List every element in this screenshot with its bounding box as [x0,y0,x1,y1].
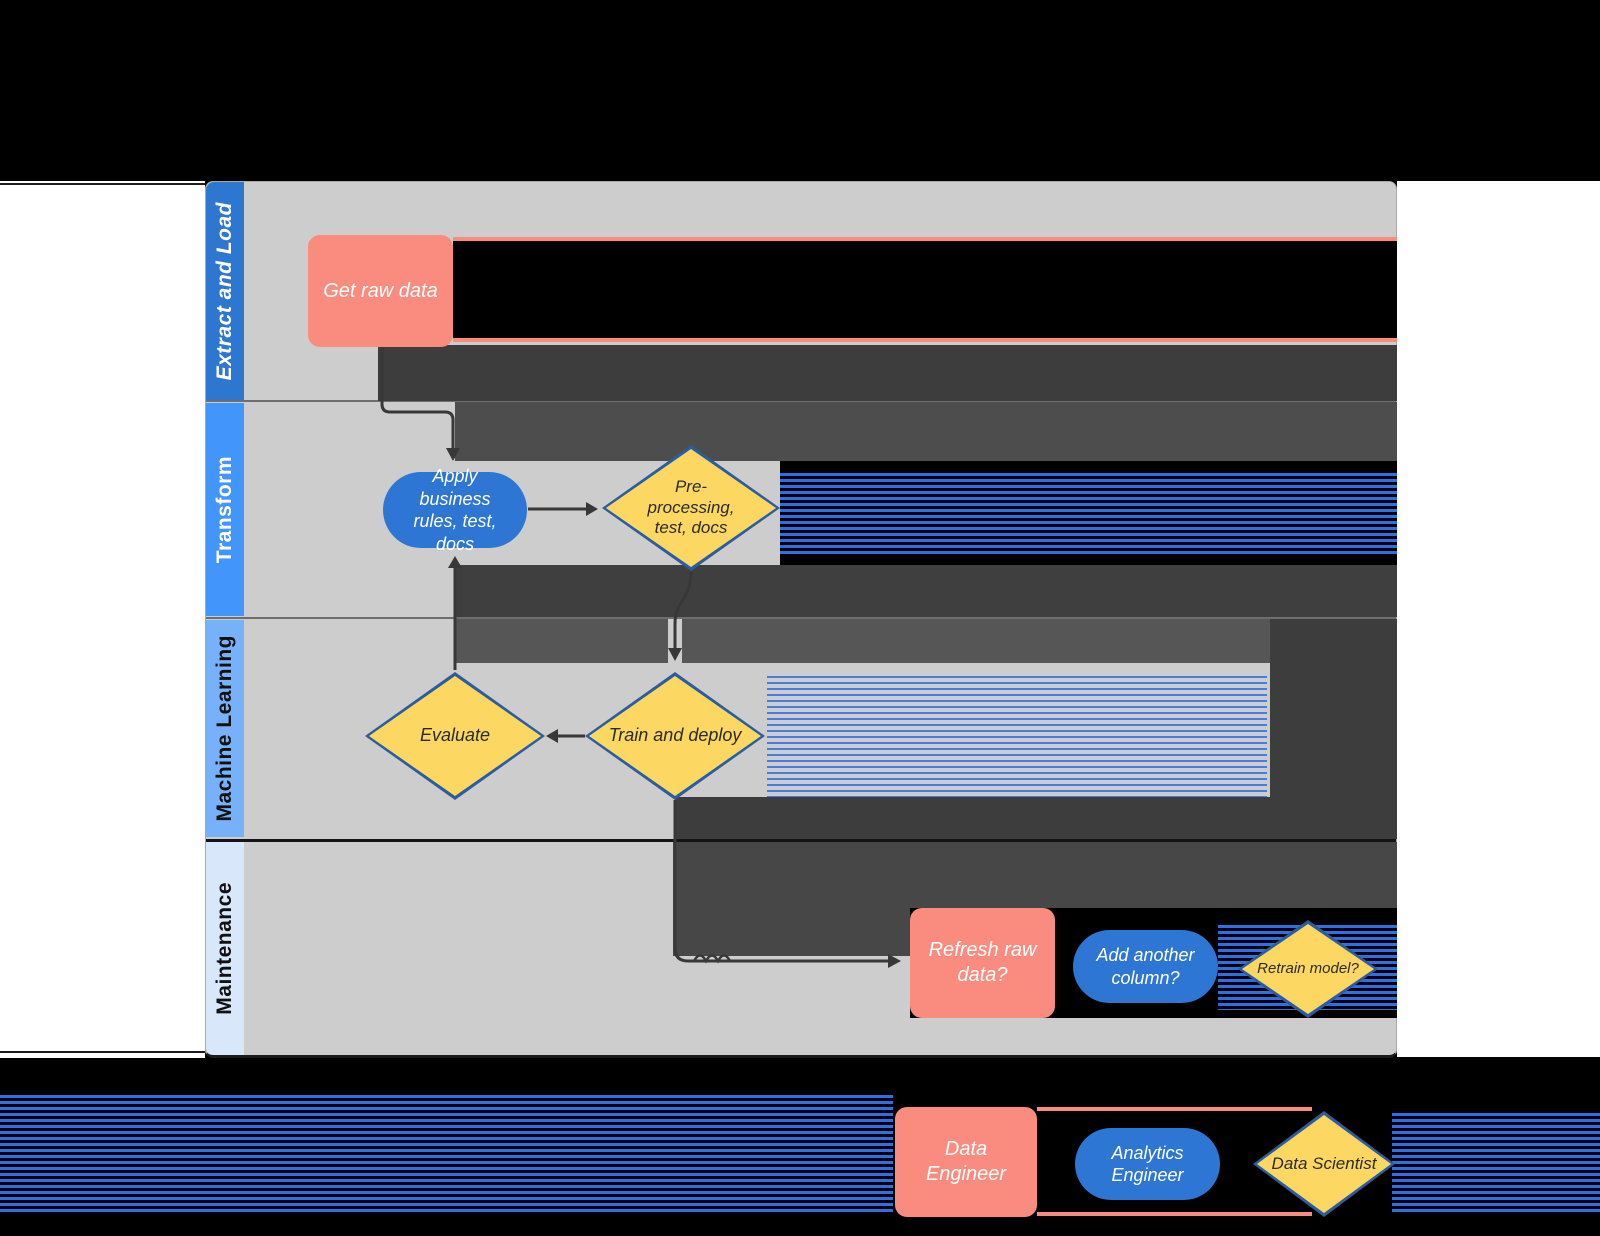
legend-analytics-engineer[interactable]: Analytics Engineer [1075,1128,1220,1200]
artifact-line-bottom-left [0,1051,205,1053]
node-label: Get raw data [323,279,438,302]
legend-label: Analytics Engineer [1111,1142,1184,1186]
node-label: Evaluate [419,725,491,746]
node-add-another-column[interactable]: Add another column? [1073,930,1218,1003]
node-label: Retrain model? [1257,960,1359,977]
legend-data-scientist[interactable]: Data Scientist [1253,1111,1395,1217]
node-refresh-raw-data[interactable]: Refresh raw data? [910,908,1055,1018]
node-label: Train and deploy [608,725,742,746]
arrowhead-right-icon [888,954,901,968]
arrowhead-down-icon [446,448,460,461]
arrowhead-right-icon [586,502,598,516]
lane-header-extract[interactable]: Extract and Load [206,182,244,400]
node-preprocessing-decision[interactable]: Pre-processing, test, docs [602,445,780,571]
arrowhead-up-icon [448,556,462,568]
node-evaluate-decision[interactable]: Evaluate [365,672,545,800]
lane-header-ml[interactable]: Machine Learning [206,620,244,837]
page-left-margin [0,181,205,1058]
connector-preprocessing-to-train [673,571,693,648]
connector-getraw-to-applyrules [380,347,455,450]
connector-to-refresh [673,800,888,963]
lane-header-maintenance[interactable]: Maintenance [206,842,244,1055]
node-apply-business-rules[interactable]: Apply business rules, test, docs [383,466,527,554]
legend-data-engineer[interactable]: Data Engineer [895,1107,1037,1217]
node-retrain-model-decision[interactable]: Retrain model? [1238,920,1378,1018]
legend-label: Data Scientist [1271,1153,1377,1173]
page-right-margin [1397,181,1600,1057]
lane-separator-2 [206,617,1396,619]
arrowhead-left-icon [546,729,558,743]
node-label: Refresh raw data? [928,939,1037,986]
node-get-raw-data[interactable]: Get raw data [308,235,453,347]
node-label: Apply business rules, test, docs [413,466,497,554]
lane-separator-3 [206,839,1396,842]
node-label: Add another column? [1096,945,1195,988]
arrowhead-down-icon [668,648,682,661]
artifact-line-top-left [0,183,205,185]
node-label: Pre-processing, test, docs [647,477,735,538]
lane-separator-1 [206,400,1396,402]
legend-label: Data Engineer [925,1138,1007,1185]
lane-header-transform[interactable]: Transform [206,403,244,616]
connector-line-hops [692,954,732,964]
node-train-deploy-decision[interactable]: Train and deploy [585,672,765,800]
